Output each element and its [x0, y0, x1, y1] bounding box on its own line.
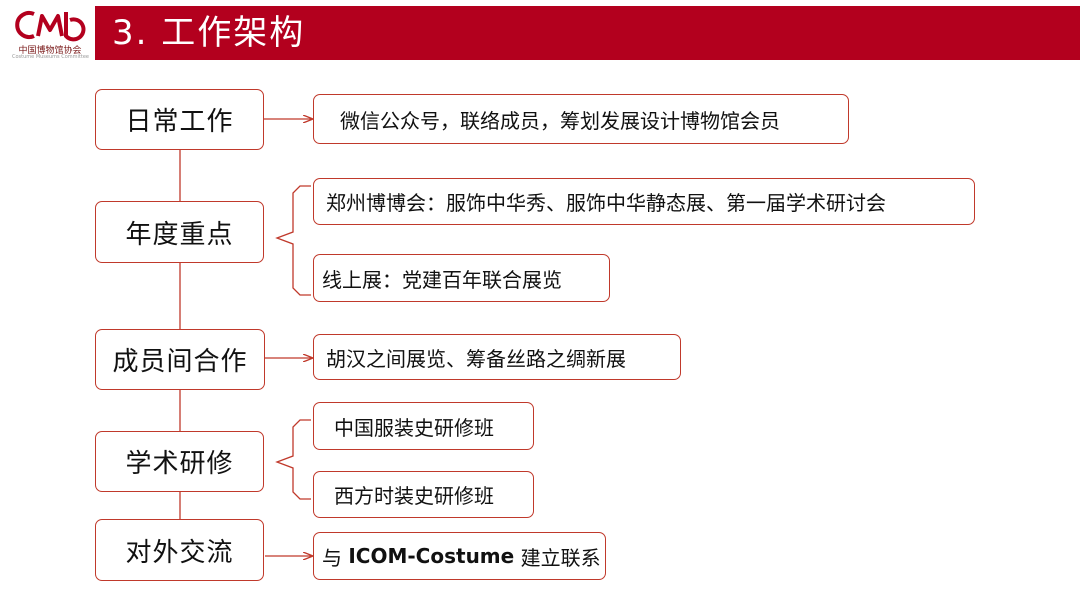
category-box-member-cooperation: 成员间合作 [95, 329, 265, 390]
slide-header: 中国博物馆协会 Costume Museums Committee 3. 工作架… [0, 0, 1080, 62]
item-box-western-fashion-course: 西方时装史研修班 [313, 471, 534, 518]
category-box-external-exchange: 对外交流 [95, 519, 264, 581]
item-text-prefix: 与 [322, 545, 349, 570]
page-title: 3. 工作架构 [112, 13, 306, 53]
item-text: 胡汉之间展览、筹备丝路之绸新展 [326, 346, 626, 371]
bracket-annual-focus [275, 185, 311, 296]
logo-text: 中国博物馆协会 [18, 46, 82, 56]
logo-subtext: Costume Museums Committee [12, 54, 89, 60]
category-label: 年度重点 [125, 219, 234, 250]
title-bar [95, 6, 1080, 60]
cmb-logo-icon [15, 11, 86, 42]
category-box-daily-work: 日常工作 [95, 89, 264, 150]
bracket-academic-training [275, 419, 311, 500]
category-label: 学术研修 [125, 449, 234, 479]
item-box-wechat: 微信公众号，联络成员，筹划发展设计博物馆会员 [313, 94, 849, 144]
item-box-chinese-costume-course: 中国服装史研修班 [313, 402, 534, 450]
category-box-annual-focus: 年度重点 [95, 201, 264, 263]
item-box-hu-han-exhibition: 胡汉之间展览、筹备丝路之绸新展 [313, 334, 681, 380]
item-text: 西方时装史研修班 [334, 484, 494, 508]
item-text-suffix: 建立联系 [514, 545, 601, 570]
item-text: 郑州博博会：服饰中华秀、服饰中华静态展、第一届学术研讨会 [326, 191, 886, 215]
item-text: 线上展：党建百年联合展览 [322, 267, 562, 292]
item-text-icom: ICOM-Costume [348, 544, 515, 568]
item-box-online-exhibition: 线上展：党建百年联合展览 [313, 254, 610, 302]
category-label: 对外交流 [125, 537, 234, 568]
association-logo: 中国博物馆协会 Costume Museums Committee [12, 6, 89, 60]
item-text: 中国服装史研修班 [334, 415, 494, 440]
item-box-zhengzhou-expo: 郑州博博会：服饰中华秀、服饰中华静态展、第一届学术研讨会 [313, 178, 975, 225]
item-text: 微信公众号，联络成员，筹划发展设计博物馆会员 [340, 108, 780, 133]
category-label: 日常工作 [125, 107, 234, 137]
category-label: 成员间合作 [112, 347, 248, 377]
category-box-academic-training: 学术研修 [95, 431, 264, 492]
item-box-icom-costume: 与 ICOM-Costume 建立联系 [313, 532, 606, 580]
